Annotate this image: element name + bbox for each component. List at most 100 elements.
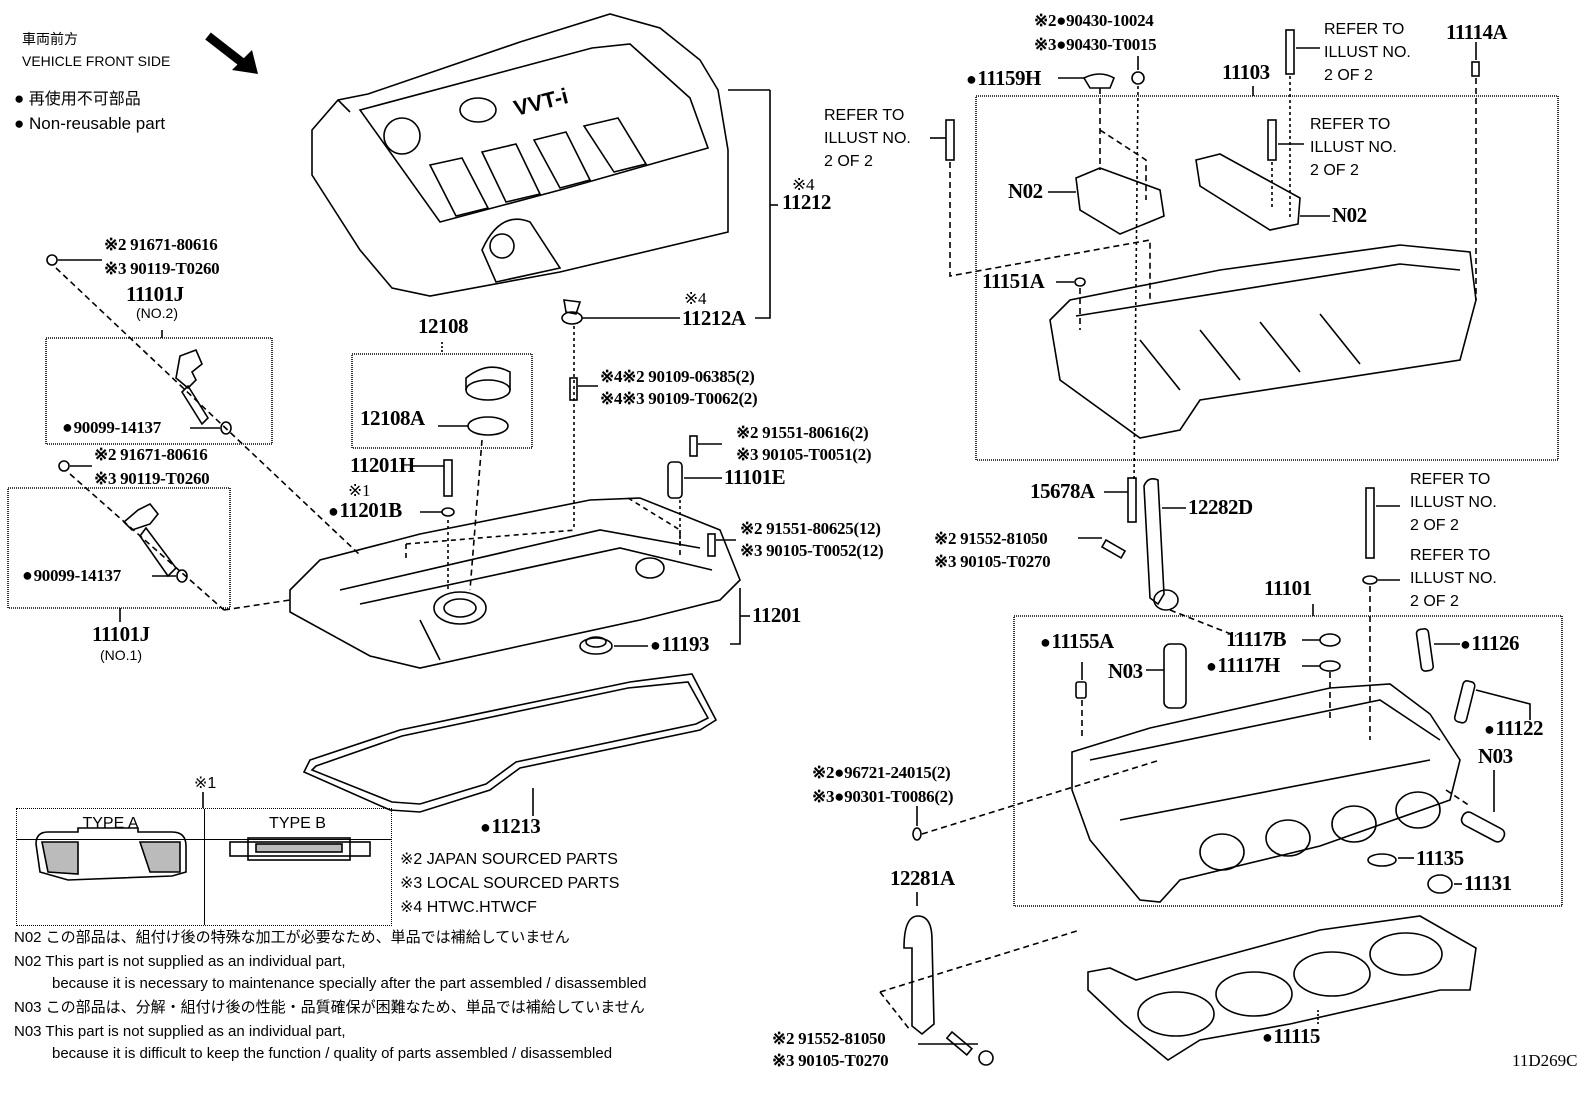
part-label-11101j-no2[interactable]: 11101J bbox=[126, 282, 184, 306]
gasket-11117h-icon bbox=[1319, 660, 1341, 672]
vehicle-front-label-jp: 車両前方 bbox=[22, 31, 78, 47]
refer-line-1: REFER TO bbox=[1410, 547, 1491, 564]
note-n03-jp: N03 この部品は、分解・組付け後の性能・品質確保が困難なため、単品では補給して… bbox=[14, 999, 645, 1016]
part-label-90099-14137-no2[interactable]: 90099-14137 bbox=[62, 418, 162, 436]
refer-line-3: 2 OF 2 bbox=[1410, 517, 1459, 534]
part-label-11135[interactable]: 11135 bbox=[1416, 846, 1464, 870]
part-label-11151a[interactable]: 11151A bbox=[982, 269, 1045, 293]
gasket-11135-icon bbox=[1367, 853, 1397, 867]
part-label-11101e[interactable]: 11101E bbox=[724, 465, 786, 489]
part-label-90105-t0270-top[interactable]: ※3 90105-T0270 bbox=[934, 552, 1051, 571]
oil-cap-icon bbox=[465, 366, 511, 401]
part-label-11114a[interactable]: 11114A bbox=[1446, 20, 1508, 44]
pipe-n03-right-icon bbox=[1460, 811, 1506, 843]
part-label-90105-t0052[interactable]: ※3 90105-T0052(12) bbox=[740, 541, 884, 560]
part-label-n03-top[interactable]: N03 bbox=[1108, 659, 1143, 683]
camshaft-housing-box bbox=[975, 95, 1559, 461]
part-label-91551-80616[interactable]: ※2 91551-80616(2) bbox=[736, 423, 869, 442]
part-label-90105-t0051[interactable]: ※3 90105-T0051(2) bbox=[736, 445, 872, 464]
part-label-90099-14137-no1[interactable]: 90099-14137 bbox=[22, 566, 122, 584]
part-label-n03-right[interactable]: N03 bbox=[1478, 744, 1513, 768]
part-label-90119-t0260-no1[interactable]: ※3 90119-T0260 bbox=[94, 469, 210, 488]
part-label-n02-left[interactable]: N02 bbox=[1008, 179, 1043, 203]
part-label-91671-80616-no2[interactable]: ※2 91671-80616 bbox=[104, 235, 218, 254]
part-label-11101[interactable]: 11101 bbox=[1264, 576, 1312, 600]
note-n03-en-2: because it is difficult to keep the func… bbox=[52, 1045, 613, 1062]
part-label-11117h[interactable]: 11117H bbox=[1206, 655, 1280, 676]
part-label-11115[interactable]: 11115 bbox=[1262, 1026, 1320, 1047]
part-label-11131[interactable]: 11131 bbox=[1464, 871, 1512, 895]
mark-11212: ※4 bbox=[792, 175, 815, 194]
part-label-15678a[interactable]: 15678A bbox=[1030, 479, 1095, 503]
legend-non-reusable-en: ● Non-reusable part bbox=[14, 115, 165, 132]
part-label-90109-t0062[interactable]: ※4※3 90109-T0062(2) bbox=[600, 389, 758, 408]
camshaft-housing-drawing bbox=[1049, 244, 1477, 439]
refer-line-2: ILLUST NO. bbox=[1410, 570, 1497, 587]
cylinder-head-cover-drawing bbox=[289, 497, 741, 669]
washer-refer-right-icon bbox=[1362, 575, 1378, 585]
part-label-96721-24015[interactable]: ※2●96721-24015(2) bbox=[812, 764, 951, 781]
note-n03-en-1: N03 This part is not supplied as an indi… bbox=[14, 1023, 346, 1040]
legend-text-en: Non-reusable part bbox=[29, 114, 166, 133]
bolt-hanger-bottom-icon bbox=[945, 1030, 974, 1056]
part-label-11212a[interactable]: 11212A bbox=[682, 306, 746, 330]
part-label-12282d[interactable]: 12282D bbox=[1188, 495, 1253, 519]
non-reusable-bullet-icon: ● bbox=[14, 114, 25, 133]
bolt-11201h-icon bbox=[443, 459, 453, 497]
valve-guide-n03-icon bbox=[1163, 643, 1187, 709]
oil-cap-group-box bbox=[351, 353, 533, 449]
part-label-91551-80625[interactable]: ※2 91551-80625(12) bbox=[740, 519, 881, 538]
part-label-90109-06385[interactable]: ※4※2 90109-06385(2) bbox=[600, 367, 755, 386]
part-label-11122[interactable]: 11122 bbox=[1484, 718, 1543, 739]
part-label-90301-t0086[interactable]: ※3●90301-T0086(2) bbox=[812, 787, 954, 806]
part-number: 90430-T0015 bbox=[1066, 35, 1157, 54]
type-table-mark: ※1 bbox=[194, 775, 217, 792]
seal-11193-icon bbox=[579, 637, 613, 655]
part-label-11101j-no1[interactable]: 11101J bbox=[92, 622, 150, 646]
type-b-header: TYPE B bbox=[204, 809, 391, 840]
bolt-refer-right-icon bbox=[1365, 487, 1375, 559]
type-a-header: TYPE A bbox=[17, 809, 204, 840]
stud-15678a-icon bbox=[1127, 477, 1137, 523]
refer-line-1: REFER TO bbox=[1310, 116, 1391, 133]
part-label-11126[interactable]: 11126 bbox=[1460, 633, 1519, 654]
bolt-ocv-no1-icon bbox=[58, 460, 70, 472]
part-label-91552-81050-bottom[interactable]: ※2 91552-81050 bbox=[772, 1029, 886, 1048]
part-label-11103[interactable]: 11103 bbox=[1222, 60, 1270, 84]
part-number: 90301-T0086(2) bbox=[844, 787, 954, 806]
part-label-91671-80616-no1[interactable]: ※2 91671-80616 bbox=[94, 445, 208, 464]
cam-position-sensor-icon bbox=[667, 461, 683, 499]
part-label-90119-t0260-no2[interactable]: ※3 90119-T0260 bbox=[104, 259, 220, 278]
part-label-90430-t0015[interactable]: ※3●90430-T0015 bbox=[1034, 35, 1157, 54]
type-a-section-icon bbox=[35, 827, 187, 881]
part-label-12281a[interactable]: 12281A bbox=[890, 866, 955, 890]
mark-3: ※3 bbox=[1034, 35, 1057, 54]
part-label-12108a[interactable]: 12108A bbox=[360, 406, 425, 430]
part-label-11213[interactable]: 11213 bbox=[480, 816, 540, 837]
part-label-90430-10024[interactable]: ※2●90430-10024 bbox=[1034, 12, 1154, 29]
refer-line-3: 2 OF 2 bbox=[1310, 162, 1359, 179]
part-label-11201b[interactable]: 11201B bbox=[328, 500, 402, 521]
part-label-11193[interactable]: 11193 bbox=[650, 634, 709, 655]
part-label-11212[interactable]: 11212 bbox=[782, 190, 831, 214]
part-label-11201[interactable]: 11201 bbox=[752, 603, 801, 627]
part-label-11159h[interactable]: 11159H bbox=[966, 68, 1041, 89]
part-label-91552-81050-top[interactable]: ※2 91552-81050 bbox=[934, 529, 1048, 548]
ocv-no1-box bbox=[7, 487, 231, 609]
head-gasket-drawing bbox=[1087, 915, 1477, 1061]
plug-11155a-icon bbox=[1075, 681, 1087, 699]
grommet-11212a-icon bbox=[561, 299, 583, 325]
part-label-11155a[interactable]: 11155A bbox=[1040, 631, 1114, 652]
part-label-90105-t0270-bottom[interactable]: ※3 90105-T0270 bbox=[772, 1051, 889, 1070]
part-label-11117b[interactable]: 11117B bbox=[1226, 627, 1287, 651]
part-label-12108[interactable]: 12108 bbox=[418, 314, 469, 338]
part-label-11201h[interactable]: 11201H bbox=[350, 453, 415, 477]
part-label-n02-right[interactable]: N02 bbox=[1332, 203, 1367, 227]
refer-line-1: REFER TO bbox=[1324, 21, 1405, 38]
